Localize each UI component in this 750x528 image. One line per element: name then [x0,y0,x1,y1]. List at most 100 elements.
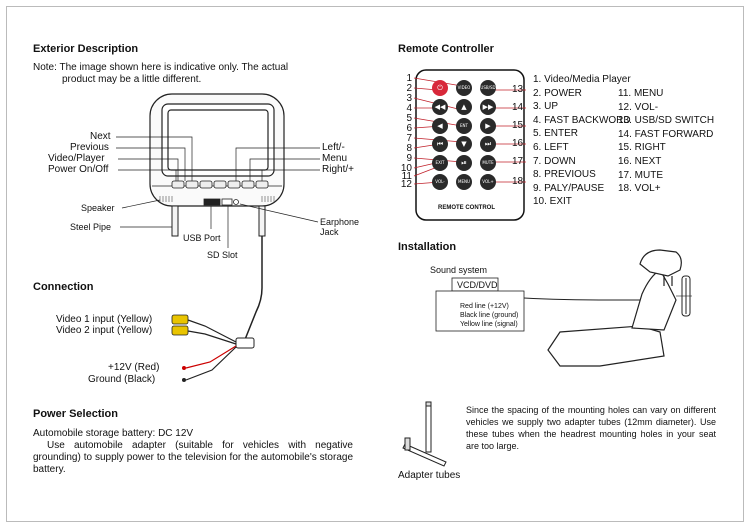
power-selection-line1: Automobile storage battery: DC 12V [33,428,194,439]
label-next: Next [90,131,111,142]
remote-legend-item: 2. POWER [533,87,582,99]
remote-callout-13: 13 [512,84,524,95]
label-menu: Menu [322,153,348,164]
label-vcd-dvd: VCD/DVD [457,280,498,290]
remote-button-down[interactable]: ▼ [456,136,472,152]
remote-callout-11: 11 [401,171,412,182]
car-seat [547,249,682,367]
adapter-spacing-text: Since the spacing of the mounting holes … [466,405,716,451]
remote-legend-item: 16. NEXT [618,156,662,167]
label-video2-input: Video 2 input (Yellow) [56,325,153,336]
remote-button-mute[interactable]: MUTE [480,155,496,171]
label-video-player: Video/Player [48,153,105,164]
installation-title: Installation [398,241,457,253]
remote-callout-9: 9 [406,153,412,164]
remote-callout-1: 1 [406,73,412,84]
remote-callout-16: 16 [512,138,524,149]
label-black-line: Black line (ground) [460,312,519,319]
label-previous: Previous [70,142,109,153]
connection-title: Connection [33,281,94,293]
exterior-note-line1: Note: The image shown here is indicative… [33,62,289,73]
remote-callout-4: 4 [406,103,412,114]
remote-button-power[interactable]: ⏻ [432,80,448,96]
remote-legend-item: 13. USB/SD SWITCH [618,115,715,127]
remote-button-usb-sd[interactable]: USB/SD [480,80,496,96]
remote-button-prev[interactable]: ⏮ [432,136,448,152]
connection-harness [171,314,255,382]
headrest-monitor [149,93,285,207]
label-steel-pipe: Steel Pipe [70,222,112,232]
label-ground-black: Ground (Black) [88,374,156,385]
remote-title: Remote Controller [398,43,494,55]
remote-legend-item: 1. Video/Media Player [533,74,631,85]
remote-button-menu[interactable]: MENU [456,174,472,190]
label-earphone: Earphone [320,217,360,227]
remote-button-next[interactable]: ⏭ [480,136,496,152]
remote-button-fast-back[interactable]: ◀◀ [432,99,448,115]
remote-legend-item: 4. FAST BACKWORD [533,114,631,126]
remote-button-enter[interactable]: ENT [456,118,472,134]
adapter-tubes [402,401,447,467]
exterior-leaders [116,136,320,248]
remote-callout-2: 2 [406,83,412,94]
remote-legend-item: 7. DOWN [533,155,576,167]
remote-button-exit[interactable]: EXIT [432,155,448,171]
remote-callout-14: 14 [512,102,524,113]
remote-legend-item: 15. RIGHT [618,142,666,154]
remote-legend-item: 5. ENTER [533,128,579,140]
remote-callout-12: 12 [400,179,412,190]
label-power: Power On/Off [48,164,109,175]
label-left: Left/- [322,142,345,153]
label-usb-port: USB Port [183,233,221,243]
remote-legend-item: 10. EXIT [533,196,572,208]
label-video1-input: Video 1 input (Yellow) [56,314,153,325]
label-adapter-tubes: Adapter tubes [398,470,461,481]
remote-footer-label: REMOTE CONTROL [438,205,495,211]
remote-callout-7: 7 [406,133,412,144]
remote-callout-10: 10 [400,163,412,174]
remote-legend-item: 8. PREVIOUS [533,169,596,181]
remote-button-left[interactable]: ◀ [432,118,448,134]
label-sound-system: Sound system [430,265,488,275]
remote-legend-item: 12. VOL- [618,101,659,113]
page-border [6,6,744,522]
remote-callout-5: 5 [406,113,412,124]
remote-legend-item: 9. PALY/PAUSE [533,182,605,194]
remote-callout-17: 17 [512,156,524,167]
exterior-note-line2: product may be a little different. [62,74,202,85]
remote-legend-item: 11. MENU [618,88,664,99]
exterior-title: Exterior Description [33,43,139,55]
label-yellow-line: Yellow line (signal) [460,321,518,328]
remote-button-video-av[interactable]: VIDEO [456,80,472,96]
label-sd-slot: SD Slot [207,250,238,260]
remote-legend-item: 17. MUTE [618,169,664,181]
main-cable [243,236,263,343]
remote-button-right[interactable]: ▶ [480,118,496,134]
remote-button-vol-minus[interactable]: VOL- [432,174,448,190]
remote-legend-item: 6. LEFT [533,142,569,153]
sound-system-box [435,277,644,332]
seat-detail-pipes [676,275,692,317]
remote-button-play[interactable]: ⏯ [456,155,472,171]
remote-button-fast-fwd[interactable]: ▶▶ [480,99,496,115]
remote-legend-item: 18. VOL+ [618,183,661,195]
remote-button-up[interactable]: ▲ [456,99,472,115]
label-power-red: +12V (Red) [108,362,160,373]
power-selection-title: Power Selection [33,408,118,420]
label-red-line: Red line (+12V) [460,303,509,310]
remote-callout-18: 18 [512,176,524,187]
label-jack: Jack [320,227,339,237]
remote-legend-item: 14. FAST FORWARD [618,128,714,140]
label-speaker: Speaker [81,203,115,213]
remote-legend-item: 3. UP [533,101,559,113]
remote-callout-15: 15 [512,120,524,131]
remote-callout-8: 8 [406,143,412,154]
power-selection-body: Use automobile adapter (suitable for veh… [33,440,353,475]
label-right: Right/+ [322,164,354,175]
remote-button-vol-plus[interactable]: VOL+ [480,174,496,190]
monitor-ports [203,198,239,206]
remote-callout-6: 6 [406,123,412,134]
remote-callout-3: 3 [406,93,412,104]
speaker-grilles [159,196,275,202]
